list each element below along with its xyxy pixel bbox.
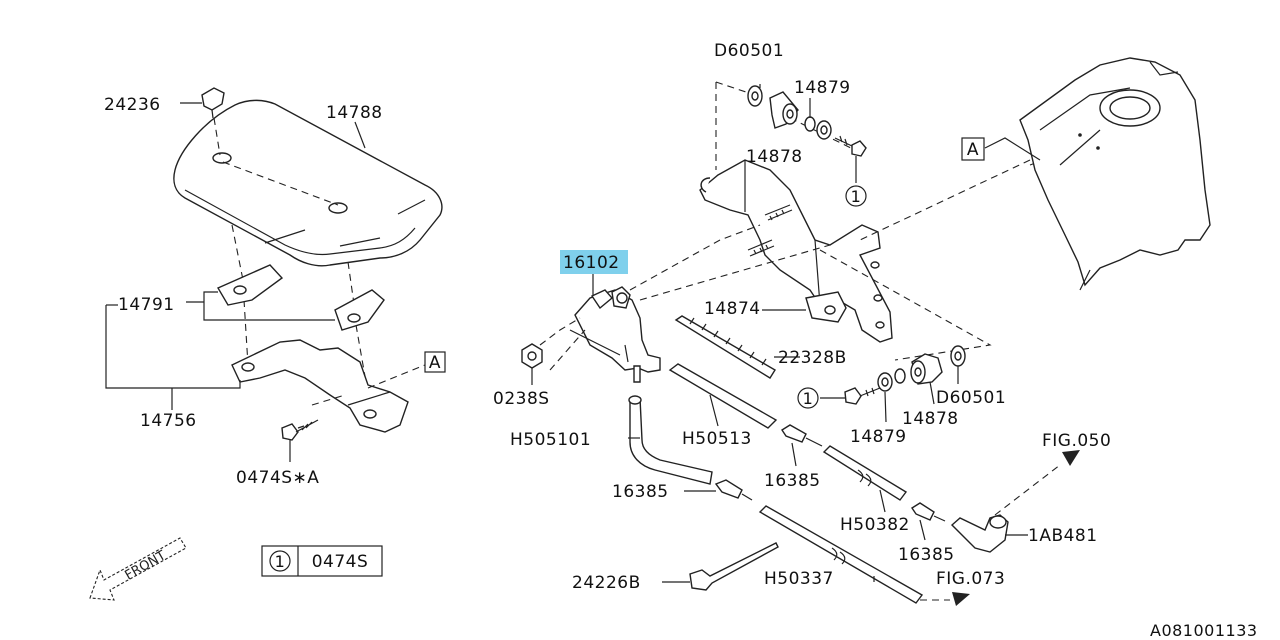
label-22328b: 22328B: [778, 348, 847, 368]
connector-16385-a[interactable]: [714, 479, 753, 501]
ref-a-left-text: A: [429, 353, 441, 373]
collar-14879-top[interactable]: [804, 116, 832, 140]
bolt-0474s-a[interactable]: [281, 419, 319, 441]
hose-h505101[interactable]: [628, 395, 713, 485]
svg-text:1: 1: [803, 389, 814, 408]
ref-a-right-text: A: [967, 140, 979, 160]
callout-1-bot: 1: [797, 387, 819, 409]
front-arrow-icon: FRONT: [89, 537, 187, 601]
label-h50382: H50382: [840, 515, 910, 535]
label-14874: 14874: [704, 299, 761, 319]
bracket-14756[interactable]: [231, 339, 409, 433]
connector-16385-b[interactable]: [781, 424, 823, 447]
solenoid-valve-16102[interactable]: [569, 286, 661, 383]
label-14879-bot: 14879: [850, 427, 907, 447]
label-16102-highlight: [560, 250, 628, 274]
washer-d60501-bot[interactable]: [950, 345, 966, 367]
cable-tie-24226b[interactable]: [689, 542, 779, 591]
diagram-id: A081001133: [1150, 621, 1258, 640]
label-14878-top: 14878: [746, 147, 803, 167]
bolt-top[interactable]: [834, 135, 867, 157]
bracket-14791-a[interactable]: [216, 264, 284, 306]
label-fig050[interactable]: FIG.050: [1042, 431, 1111, 451]
elbow-1ab481[interactable]: [950, 514, 1009, 553]
legend-part: 0474S: [312, 552, 369, 572]
bracket-14874[interactable]: [699, 159, 893, 343]
ref-box-a-right: A: [961, 137, 985, 161]
clip-24236[interactable]: [201, 87, 225, 119]
label-h50337: H50337: [764, 569, 834, 589]
label-fig073[interactable]: FIG.073: [936, 569, 1005, 589]
label-14788: 14788: [326, 103, 383, 123]
hose-h50513[interactable]: [668, 363, 778, 429]
washer-d60501-top[interactable]: [747, 85, 763, 107]
label-d60501-top: D60501: [714, 41, 784, 61]
label-d60501-bot: D60501: [936, 388, 1006, 408]
svg-text:1: 1: [851, 187, 862, 206]
collar-14879-bot[interactable]: [877, 368, 906, 392]
legend-number: 1: [275, 552, 286, 571]
nut-0238s[interactable]: [521, 343, 543, 369]
engine-housing[interactable]: [1019, 57, 1211, 291]
callout-1-top: 1: [845, 185, 867, 207]
label-h505101: H505101: [510, 430, 591, 450]
bracket-14791-b[interactable]: [334, 289, 385, 331]
bushing-14878-top[interactable]: [769, 91, 799, 129]
label-1ab481: 1AB481: [1028, 526, 1098, 546]
label-16385-a: 16385: [612, 482, 669, 502]
bolt-bottom[interactable]: [844, 387, 881, 405]
label-14791: 14791: [118, 295, 175, 315]
hose-22328b[interactable]: [674, 315, 776, 379]
label-0474s-a: 0474S∗A: [236, 468, 319, 488]
label-0238s: 0238S: [493, 389, 550, 409]
label-14879-top: 14879: [794, 78, 851, 98]
label-24236: 24236: [104, 95, 161, 115]
label-h50513: H50513: [682, 429, 752, 449]
tube-h50337[interactable]: [758, 505, 924, 604]
heat-shield-cover[interactable]: [173, 99, 443, 267]
front-text: FRONT: [123, 548, 169, 583]
label-14756: 14756: [140, 411, 197, 431]
bushing-14878-bot[interactable]: [910, 353, 943, 385]
ref-box-a-left: A: [424, 351, 446, 373]
label-16385-b: 16385: [764, 471, 821, 491]
legend-box: 1 0474S: [261, 545, 383, 577]
label-24226b: 24226B: [572, 573, 641, 593]
connector-16385-c[interactable]: [911, 502, 946, 522]
label-14878-bot: 14878: [902, 409, 959, 429]
label-16385-c: 16385: [898, 545, 955, 565]
tube-h50382[interactable]: [822, 445, 908, 501]
label-16102: 16102: [563, 253, 620, 273]
